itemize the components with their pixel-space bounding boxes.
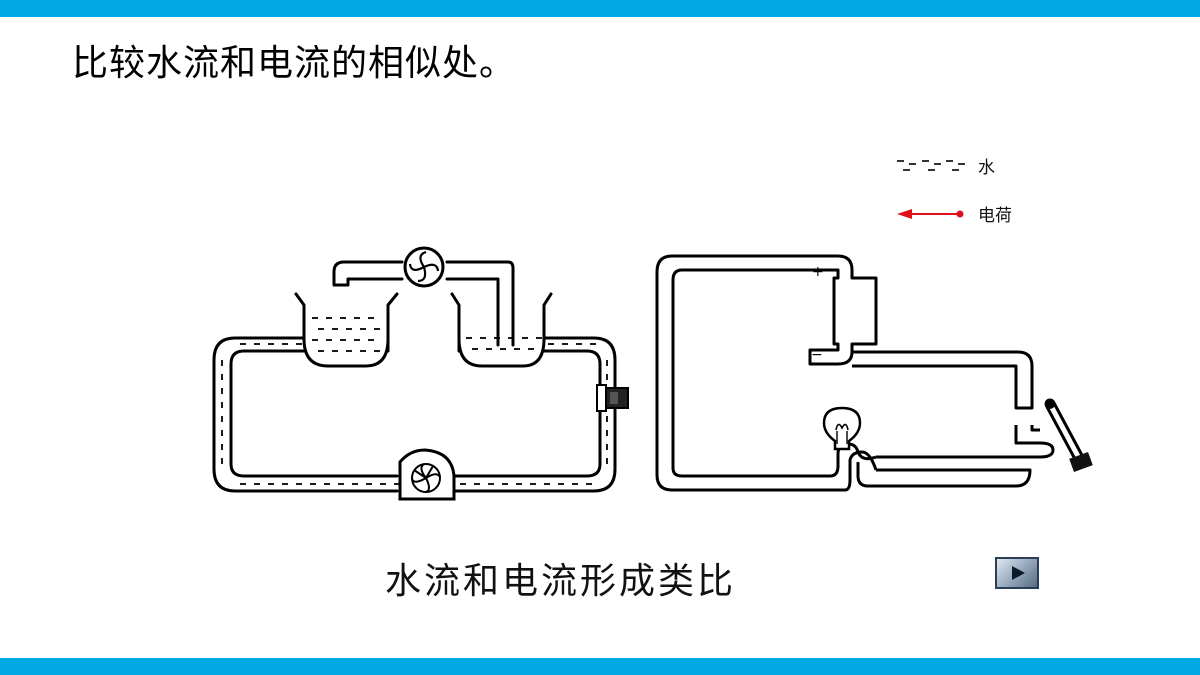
valve-icon bbox=[596, 384, 629, 412]
diagram-caption: 水流和电流形成类比 bbox=[385, 561, 737, 602]
pump-icon bbox=[398, 448, 456, 501]
legend: 水 电荷 bbox=[897, 158, 1012, 226]
water-circuit bbox=[212, 260, 617, 493]
legend-charge-arrow bbox=[897, 209, 964, 219]
electric-circuit bbox=[655, 254, 1055, 492]
right-beaker bbox=[450, 292, 553, 368]
water-pipe-outer bbox=[212, 336, 617, 493]
slide-title: 比较水流和电流的相似处。 bbox=[72, 43, 517, 84]
bottom-accent-bar bbox=[0, 658, 1200, 675]
legend-water-symbol bbox=[897, 160, 965, 171]
lightbulb-icon bbox=[822, 406, 862, 451]
legend-charge-label: 电荷 bbox=[978, 206, 1012, 226]
play-icon bbox=[1012, 566, 1025, 580]
turbine-pipe bbox=[332, 260, 515, 347]
wire-outer bbox=[655, 254, 845, 492]
switch-icon bbox=[1044, 398, 1093, 472]
turbine-icon bbox=[403, 246, 445, 288]
legend-water-label: 水 bbox=[978, 158, 995, 178]
battery-icon bbox=[808, 254, 878, 366]
battery-plus-label: + bbox=[812, 264, 824, 280]
top-accent-bar bbox=[0, 0, 1200, 17]
water-pipe-inner bbox=[229, 349, 602, 478]
battery-minus-label: − bbox=[811, 347, 823, 363]
wire-inner bbox=[671, 268, 830, 478]
play-button[interactable] bbox=[995, 557, 1039, 589]
left-beaker bbox=[294, 292, 399, 368]
